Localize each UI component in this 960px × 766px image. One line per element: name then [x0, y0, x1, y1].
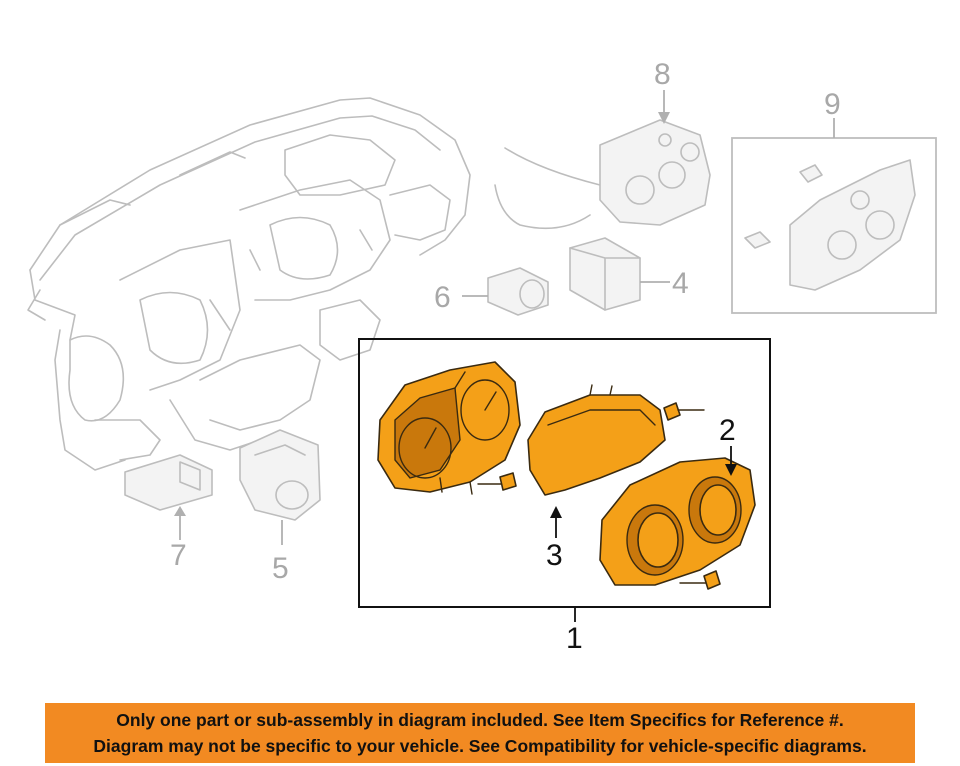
callout-9: 9: [824, 88, 841, 121]
part-8-hvac-control: [494, 90, 711, 230]
screw-bottom: [679, 570, 721, 590]
callout-8: 8: [654, 58, 671, 91]
part-4-switch: [569, 237, 670, 311]
part-5-mirror-switch: [239, 429, 321, 545]
instrument-cluster: [377, 361, 521, 495]
notice-line-1: Only one part or sub-assembly in diagram…: [116, 710, 844, 730]
part-9-group: [731, 118, 937, 314]
screw-middle: [477, 472, 517, 491]
callout-3: 3: [546, 539, 563, 572]
callout-2: 2: [719, 414, 736, 447]
part-7-hazard-switch: [124, 454, 213, 540]
callout-6: 6: [434, 281, 451, 314]
screw-top: [663, 402, 705, 421]
callout-5: 5: [272, 552, 289, 585]
part-6-start-button: [462, 267, 549, 316]
part-1-group-box: [358, 338, 771, 608]
part-2-hood: [599, 457, 756, 586]
callout-7: 7: [170, 539, 187, 572]
callout-4: 4: [672, 267, 689, 300]
parts-diagram: 8 9 4 6 7 5 1: [27, 58, 937, 655]
notice-line-2: Diagram may not be specific to your vehi…: [93, 736, 867, 756]
notice-banner: Only one part or sub-assembly in diagram…: [45, 703, 915, 763]
part-3-lens: [527, 384, 666, 496]
callout-1: 1: [566, 622, 583, 655]
